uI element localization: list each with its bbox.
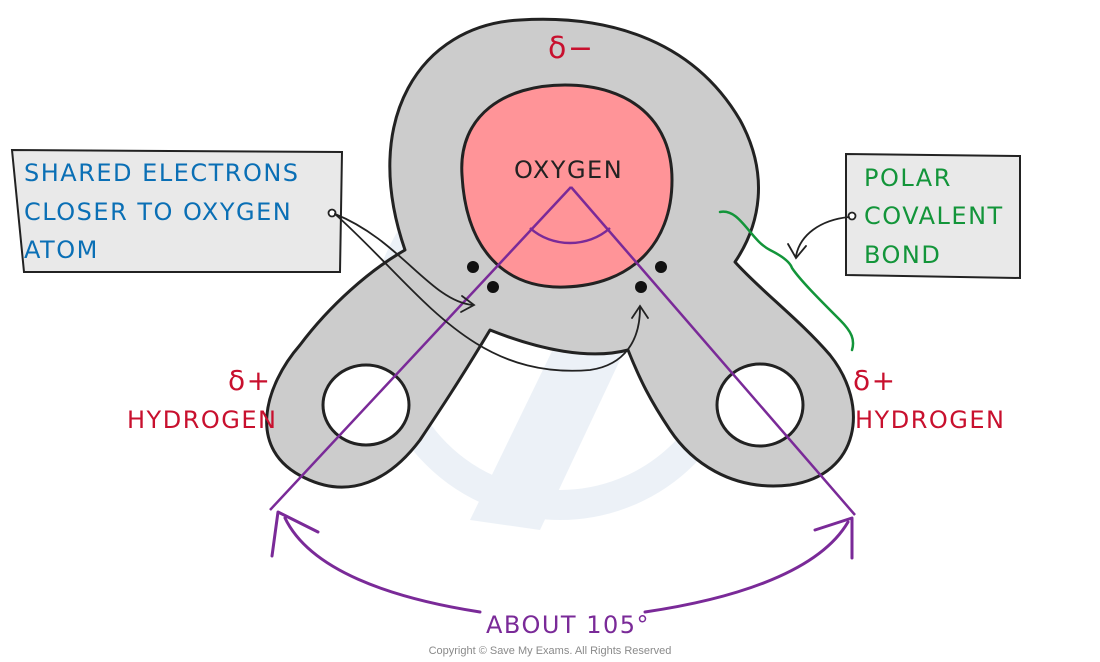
- left-angle-arrow: [283, 516, 482, 614]
- polar-bond-note: POLAR COVALENT BOND: [864, 164, 1004, 269]
- shared-electrons-line-1: SHARED ELECTRONS: [24, 159, 300, 187]
- left-arrowhead: [270, 510, 320, 558]
- shared-electrons-pointers: [327, 208, 649, 372]
- shared-electrons-note: SHARED ELECTRONS CLOSER TO OXYGEN ATOM: [24, 159, 300, 264]
- polar-bond-pointer: [787, 211, 857, 260]
- right-arrowhead: [813, 516, 854, 560]
- left-hydrogen-label: HYDROGEN: [127, 406, 277, 434]
- angle-arc: [529, 227, 611, 245]
- shared-electrons-line-2: CLOSER TO OXYGEN: [24, 198, 292, 226]
- right-hydrogen-label: HYDROGEN: [855, 406, 1005, 434]
- bond-angle-label: ABOUT 105°: [486, 611, 650, 639]
- right-delta-plus-label: δ+: [853, 364, 897, 397]
- right-angle-arrow: [643, 520, 850, 614]
- shared-electron-dots: [467, 261, 667, 293]
- polar-bond-note-box: [845, 152, 1021, 280]
- oxygen-atom: [460, 83, 674, 289]
- angle-arrows: [270, 510, 854, 614]
- copyright-text: Copyright © Save My Exams. All Rights Re…: [429, 645, 672, 657]
- shared-electrons-note-box: [10, 148, 344, 273]
- polar-bond-line-3: BOND: [864, 241, 941, 269]
- hydrogen-atom-left: [321, 363, 411, 447]
- polar-bond-line-1: POLAR: [864, 164, 952, 192]
- shared-electrons-line-3: ATOM: [24, 236, 99, 264]
- oxygen-label: OXYGEN: [514, 156, 623, 184]
- polar-bond-line-2: COVALENT: [864, 202, 1004, 230]
- bond-angle-lines: [269, 186, 856, 516]
- left-delta-plus-label: δ+: [228, 364, 272, 397]
- delta-minus-label: δ−: [548, 31, 595, 66]
- polar-bond-brace: [718, 210, 855, 352]
